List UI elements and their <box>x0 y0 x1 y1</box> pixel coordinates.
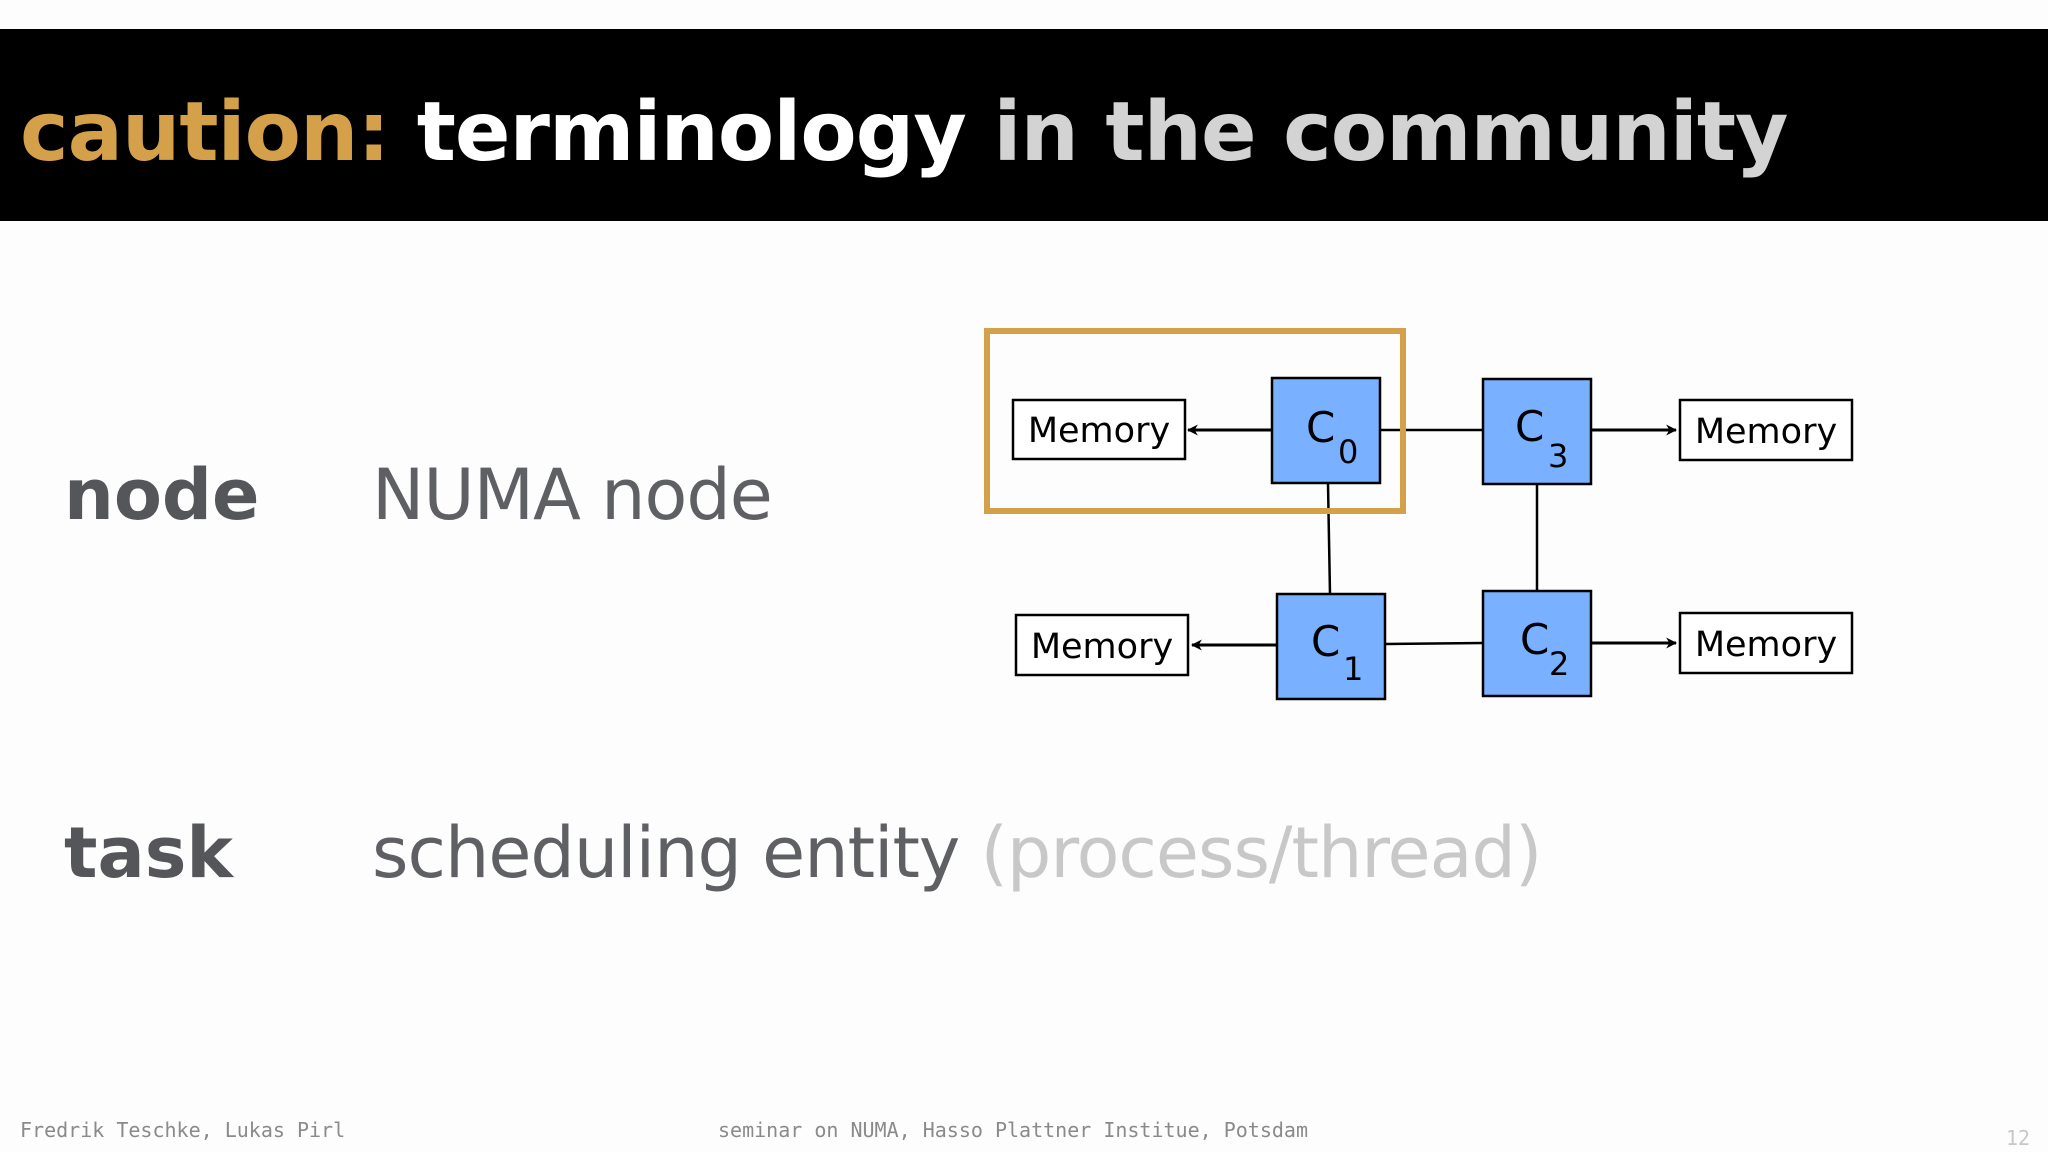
core-c1: C 1 <box>1275 592 1387 701</box>
definition-task: scheduling entity (process/thread) <box>372 818 1542 888</box>
term-task: task <box>64 812 233 894</box>
definition-node: NUMA node <box>372 460 773 530</box>
core-index: 3 <box>1548 437 1568 475</box>
numa-node-highlight <box>984 328 1406 514</box>
memory-box-c0: Memory <box>1011 398 1187 461</box>
memory-box-c3: Memory <box>1678 398 1854 462</box>
memory-box-c1: Memory <box>1014 613 1190 677</box>
memory-box-c2: Memory <box>1678 611 1854 675</box>
link-c1-c2 <box>1385 641 1484 646</box>
slide-title: caution: terminology in the community <box>20 92 1789 174</box>
core-c0: C 0 <box>1270 376 1382 485</box>
term-node: node <box>64 454 260 536</box>
core-index: 0 <box>1338 433 1358 471</box>
title-caution: caution: <box>20 85 390 180</box>
footer-authors: Fredrik Teschke, Lukas Pirl <box>20 1118 346 1142</box>
definition-task-muted: (process/thread) <box>980 812 1543 894</box>
memory-label: Memory <box>1695 625 1837 665</box>
page-number: 12 <box>2006 1126 2031 1150</box>
title-bar <box>0 29 2048 221</box>
core-c2: C 2 <box>1481 589 1593 698</box>
memory-label: Memory <box>1028 411 1170 451</box>
core-c3: C 3 <box>1481 377 1593 486</box>
core-letter: C <box>1520 615 1549 664</box>
core-letter: C <box>1311 617 1340 666</box>
definition-task-text: scheduling entity <box>372 812 960 894</box>
memory-label: Memory <box>1031 627 1173 667</box>
definition-node-text: NUMA node <box>372 454 773 536</box>
core-index: 1 <box>1343 650 1363 688</box>
core-index: 2 <box>1549 645 1569 683</box>
link-c0-c1 <box>1326 483 1332 595</box>
title-terminology: terminology <box>416 85 967 180</box>
memory-label: Memory <box>1695 412 1837 452</box>
core-letter: C <box>1515 402 1544 451</box>
title-rest: in the community <box>993 85 1788 180</box>
footer-event: seminar on NUMA, Hasso Plattner Institue… <box>718 1118 1309 1142</box>
core-letter: C <box>1306 403 1335 452</box>
